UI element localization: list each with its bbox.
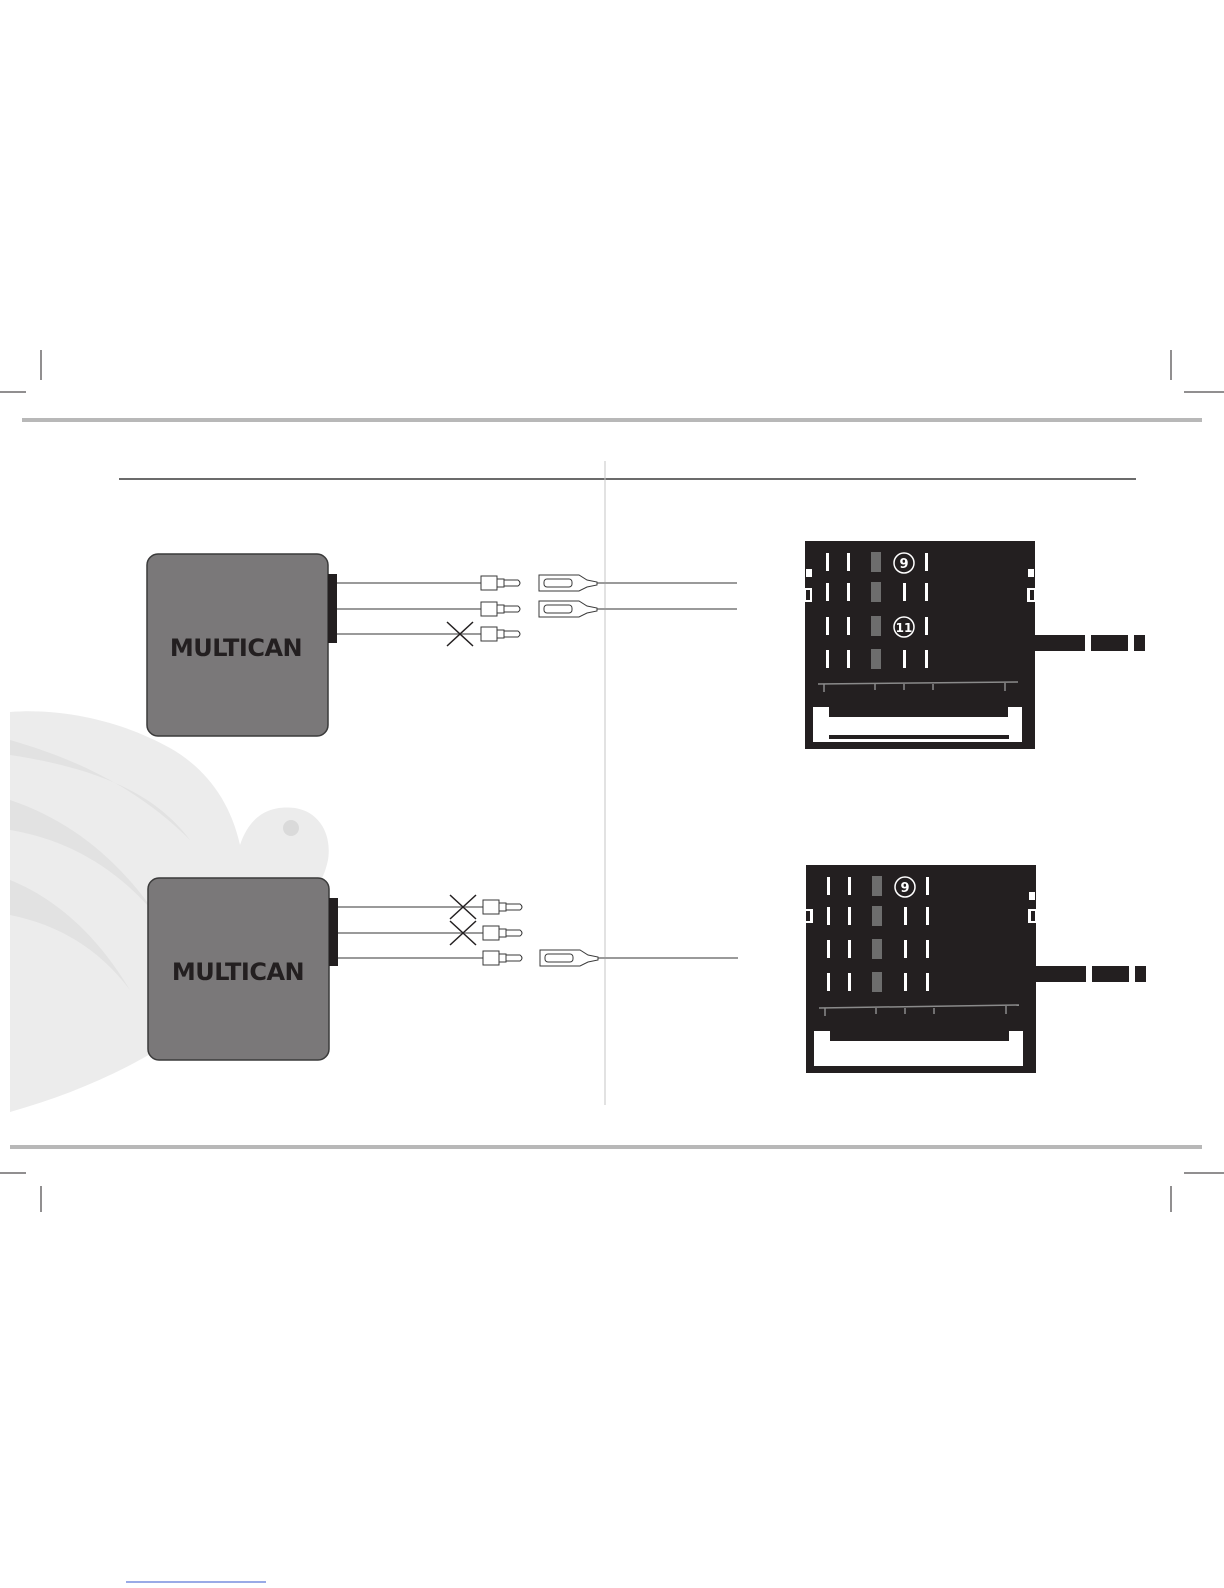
pin-label-11: 11 [896, 621, 913, 635]
bottom-male-plug-2 [483, 926, 522, 940]
pin-label-9: 9 [899, 557, 908, 572]
top-page-rule [22, 418, 1202, 422]
top-female-socket-1 [539, 575, 597, 591]
module-top-label: MULTICAN [170, 634, 302, 662]
module-top-port [328, 574, 337, 643]
bottom-male-plug-3 [483, 951, 522, 965]
bottom-wires [338, 907, 738, 958]
connector-bottom: 9 [806, 865, 1146, 1073]
bottom-page-rule [10, 1145, 1202, 1149]
top-male-plug-3 [481, 627, 520, 641]
top-wires [337, 583, 737, 634]
top-female-socket-2 [539, 601, 597, 617]
connector-top: 9 11 [805, 541, 1145, 749]
bottom-female-socket-1 [540, 950, 598, 966]
bottom-male-plug-1 [483, 900, 522, 914]
top-male-plug-1 [481, 576, 520, 590]
top-male-plug-2 [481, 602, 520, 616]
module-bottom-label: MULTICAN [172, 958, 304, 986]
module-bottom-port [329, 898, 338, 966]
pin-label-9-bottom: 9 [900, 881, 909, 896]
